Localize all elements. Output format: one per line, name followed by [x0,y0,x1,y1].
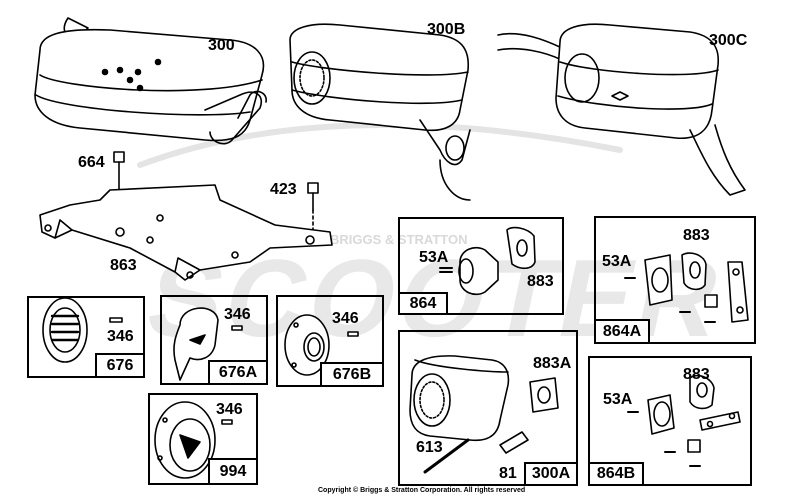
kit-tag-864b: 864B [588,462,644,486]
label-53a-864a: 53A [602,253,632,270]
kit-tag-864: 864 [398,292,448,315]
kit-box-676 [27,296,145,378]
label-423: 423 [270,181,297,198]
label-346-676: 346 [107,328,134,345]
bolt-423-drawing [307,182,319,236]
deflector-994-drawing [154,401,233,479]
pipe-864-drawing [439,226,536,296]
kit-tag-994: 994 [208,458,258,485]
label-883-864b: 883 [683,366,710,383]
kit-box-864 [398,217,564,315]
kit-box-864b [588,356,752,486]
label-883-864: 883 [527,273,554,290]
guard-676-drawing [42,297,123,363]
muffler-300c-drawing [497,23,746,196]
bracket-863-drawing [39,184,333,281]
label-613: 613 [416,439,443,456]
kit-box-994 [148,393,258,485]
kit-tag-676b: 676B [320,362,384,387]
pipe-864a-drawing [624,252,749,323]
label-300: 300 [208,37,235,54]
watermark-swoosh [137,121,623,168]
label-883-864a: 883 [683,227,710,244]
label-300c: 300C [709,32,748,49]
label-81: 81 [499,465,517,482]
muffler-300a-drawing [409,355,559,474]
muffler-300b-drawing [289,23,471,201]
label-863: 863 [110,257,137,274]
kit-tag-676: 676 [95,353,145,378]
kit-box-864a [594,216,756,344]
kit-tag-864a: 864A [594,319,650,344]
label-883a: 883A [533,355,572,372]
label-346-676a: 346 [224,306,251,323]
copyright-notice: Copyright © Briggs & Stratton Corporatio… [318,487,526,494]
label-664: 664 [78,154,105,171]
kit-tag-300a: 300A [524,462,578,486]
kit-box-300a [398,330,578,486]
label-346-676b: 346 [332,310,359,327]
pipe-864b-drawing [627,374,741,467]
muffler-300-drawing [34,17,267,145]
label-53a-864: 53A [419,249,449,266]
kit-tag-676a: 676A [208,360,268,385]
label-346-994: 346 [216,401,243,418]
label-300b: 300B [427,21,466,38]
label-53a-864b: 53A [603,391,633,408]
guard-676b-drawing [284,314,359,376]
guard-676a-drawing [173,307,243,381]
